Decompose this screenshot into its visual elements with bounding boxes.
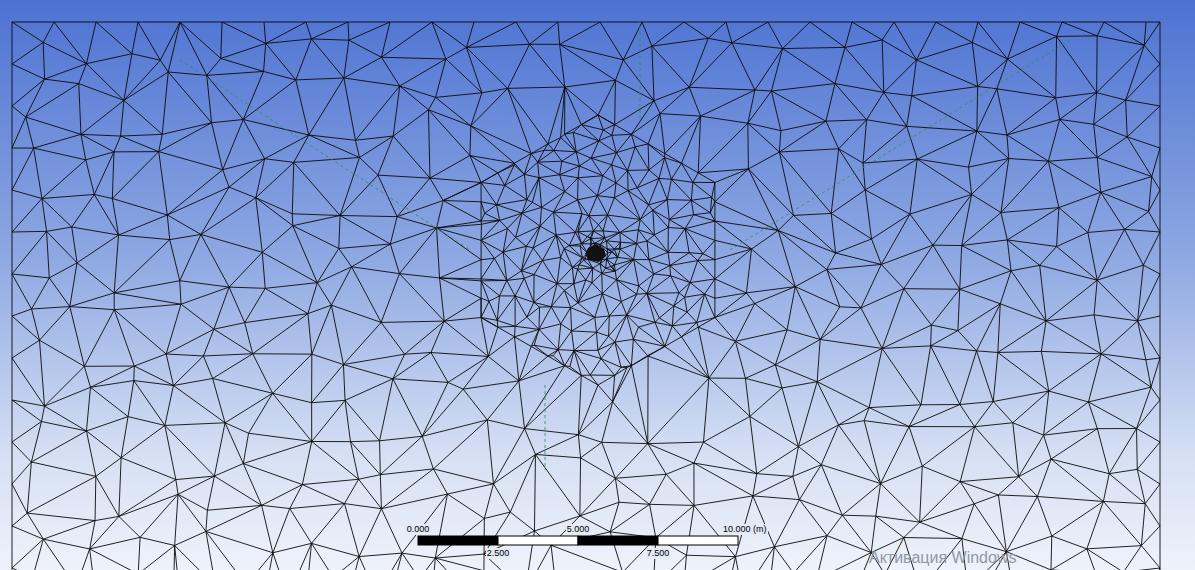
body-object [585, 244, 606, 262]
scale-label: 5.000 [566, 524, 591, 535]
watermark: Активация Windows [868, 549, 1017, 567]
geometry-edge [545, 385, 546, 470]
scale-label: 7.500 [646, 548, 671, 559]
scale-label: 10.000 (m) [722, 524, 768, 535]
scale-segment [498, 536, 578, 545]
scale-bar [418, 536, 738, 545]
scale-label: 2.500 [486, 548, 511, 559]
geometry-edge [640, 20, 641, 120]
geometry-edges [180, 20, 1070, 470]
scale-segment [418, 536, 498, 545]
scale-segment [658, 536, 738, 545]
geometry-edge [730, 40, 1070, 250]
scale-segment [578, 536, 658, 545]
geometry-edge [180, 60, 470, 250]
scale-label: 0.000 [406, 524, 431, 535]
mesh-edges [12, 22, 1160, 570]
triangle-mesh [12, 22, 1160, 570]
